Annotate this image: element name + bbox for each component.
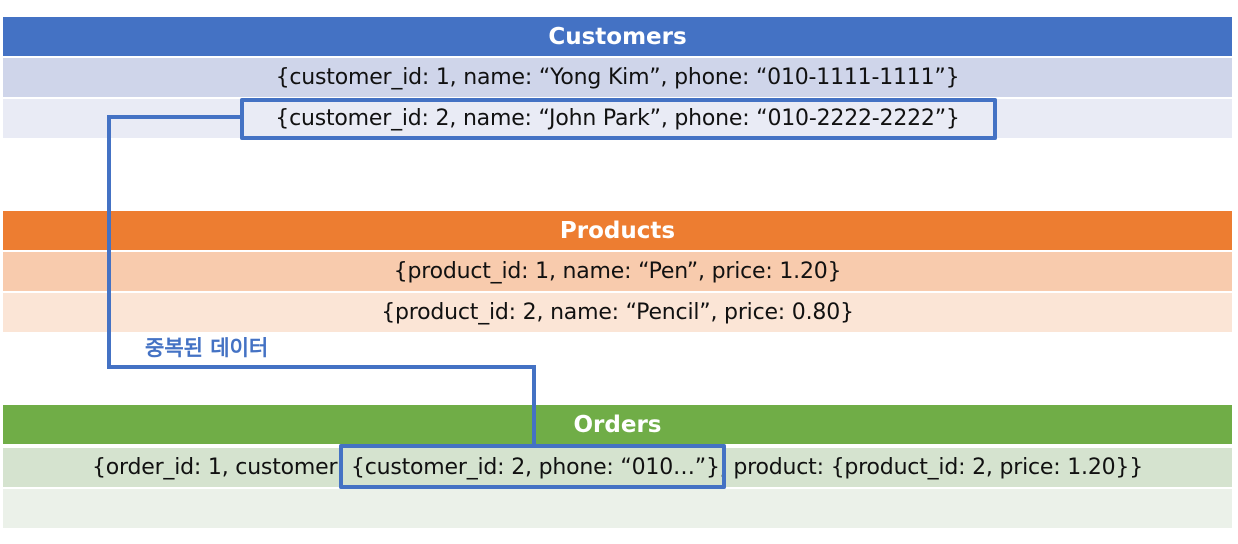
orders-title: Orders bbox=[573, 411, 662, 438]
duplicate-copy-highlight bbox=[339, 444, 726, 489]
products-row-1: {product_id: 1, name: “Pen”, price: 1.20… bbox=[3, 252, 1232, 291]
divider bbox=[3, 250, 1232, 252]
divider bbox=[3, 291, 1232, 293]
products-row-1-text: {product_id: 1, name: “Pen”, price: 1.20… bbox=[393, 259, 842, 284]
customers-row-1: {customer_id: 1, name: “Yong Kim”, phone… bbox=[3, 58, 1232, 97]
products-header: Products bbox=[3, 211, 1232, 250]
customers-title: Customers bbox=[548, 23, 687, 50]
orders-row-2 bbox=[3, 489, 1232, 528]
products-row-2: {product_id: 2, name: “Pencil”, price: 0… bbox=[3, 293, 1232, 332]
products-title: Products bbox=[559, 217, 676, 244]
duplicate-data-label: 중복된 데이터 bbox=[145, 336, 269, 360]
products-row-2-text: {product_id: 2, name: “Pencil”, price: 0… bbox=[381, 300, 854, 325]
duplicate-source-highlight bbox=[240, 98, 997, 140]
customers-row-1-text: {customer_id: 1, name: “Yong Kim”, phone… bbox=[275, 65, 960, 90]
orders-row-1-text: {order_id: 1, customer: {customer_id: 2,… bbox=[91, 455, 1144, 480]
divider bbox=[3, 56, 1232, 58]
customers-header: Customers bbox=[3, 17, 1232, 56]
orders-header: Orders bbox=[3, 405, 1232, 444]
orders-row-1: {order_id: 1, customer: {customer_id: 2,… bbox=[3, 448, 1232, 487]
